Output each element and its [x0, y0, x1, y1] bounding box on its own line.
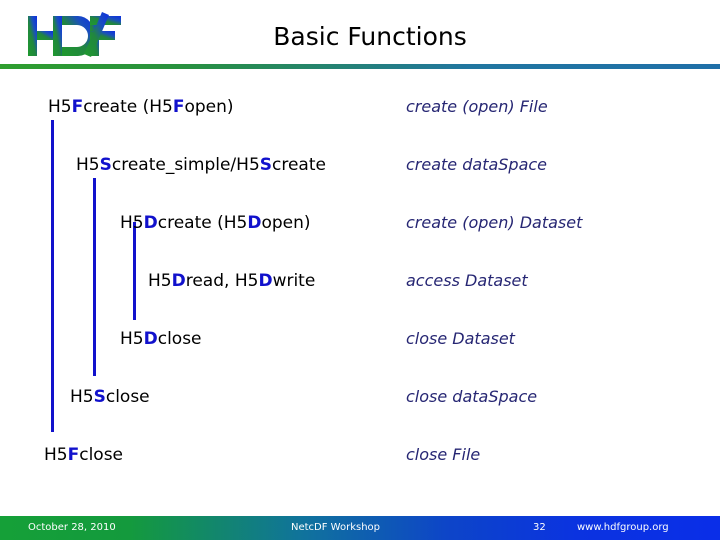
footer-url[interactable]: www.hdfgroup.org [577, 522, 669, 533]
slide-footer: October 28, 2010 NetcDF Workshop 32 www.… [0, 516, 720, 540]
function-row: H5Sclose close dataSpace [0, 382, 720, 412]
function-name: H5Dread, H5Dwrite [148, 266, 315, 296]
dataset-scope-line [133, 222, 136, 320]
function-group-letter: D [143, 213, 158, 233]
function-row: H5Dcreate (H5Dopen)create (open) Dataset [0, 208, 720, 238]
function-name-text: open) [184, 97, 234, 117]
function-name-text: open) [261, 213, 311, 233]
function-name-text: H5 [70, 387, 94, 407]
function-name-text: create_simple/H5 [111, 155, 260, 175]
function-description: close Dataset [406, 329, 515, 348]
function-group-letter: F [71, 97, 84, 117]
header-divider [0, 64, 720, 69]
function-description: create (open) File [406, 97, 548, 116]
footer-event: NetcDF Workshop [291, 522, 381, 533]
function-group-letter: D [258, 271, 273, 291]
hdf-logo [26, 10, 126, 60]
function-group-letter: D [247, 213, 262, 233]
footer-page-number: 32 [533, 522, 546, 533]
function-row: H5Dclose close Dataset [0, 324, 720, 354]
function-group-letter: F [67, 445, 80, 465]
function-name: H5Dclose [120, 324, 202, 354]
function-name: H5Sclose [70, 382, 150, 412]
function-name-text: create (H5 [157, 213, 248, 233]
footer-date: October 28, 2010 [28, 522, 116, 533]
function-name-text: H5 [76, 155, 100, 175]
function-name: H5Fclose [44, 440, 123, 470]
function-group-letter: D [171, 271, 186, 291]
function-description: create dataSpace [406, 155, 548, 174]
function-name-text: H5 [48, 97, 72, 117]
function-description: close dataSpace [406, 387, 538, 406]
function-name-text: H5 [120, 329, 144, 349]
function-description: close File [406, 445, 481, 464]
function-name: H5Dcreate (H5Dopen) [120, 208, 311, 238]
function-name-text: read, H5 [185, 271, 259, 291]
function-description: access Dataset [406, 271, 528, 290]
function-row: H5Fcreate (H5Fopen)create (open) File [0, 92, 720, 122]
function-name-text: write [272, 271, 316, 291]
page-title: Basic Functions [273, 22, 467, 51]
function-name-text: create (H5 [83, 97, 173, 117]
function-row: H5Fclose close File [0, 440, 720, 470]
function-name-text: close [79, 445, 124, 465]
function-name: H5Screate_simple/H5Screate [76, 150, 326, 180]
function-name: H5Fcreate (H5Fopen) [48, 92, 234, 122]
function-group-letter: F [172, 97, 185, 117]
function-name-text: H5 [44, 445, 68, 465]
function-name-text: close [105, 387, 150, 407]
file-scope-line [51, 120, 54, 432]
dataspace-scope-line [93, 178, 96, 376]
function-name-text: create [272, 155, 326, 175]
function-group-letter: S [259, 155, 273, 175]
function-group-letter: D [143, 329, 158, 349]
hdf-logo-svg [28, 12, 121, 57]
function-name-text: H5 [148, 271, 172, 291]
function-group-letter: S [99, 155, 112, 175]
slide-header: Basic Functions [0, 0, 720, 72]
function-group-letter: S [93, 387, 106, 407]
function-name-text: H5 [120, 213, 144, 233]
function-name-text: close [157, 329, 202, 349]
function-description: create (open) Dataset [406, 213, 583, 232]
